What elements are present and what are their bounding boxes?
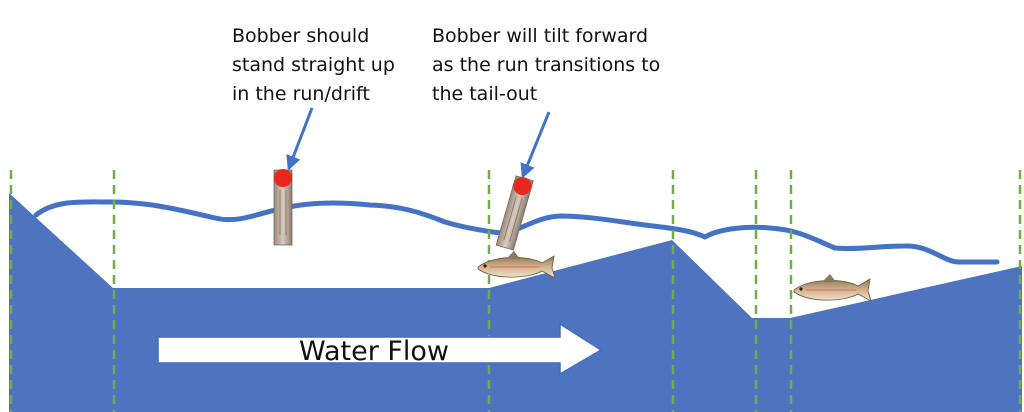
callout-line: as the run transitions to [432,54,661,76]
bobber-icon [273,169,293,246]
water-surface-line [33,199,1000,265]
bobber-icon [495,175,534,251]
callout-line: Bobber should [232,25,370,47]
callout-line: stand straight up [232,54,395,76]
callout-pointer-arrow [286,107,314,171]
callout-line: in the run/drift [232,83,370,105]
trout-icon [477,251,556,279]
water-flow-arrow: Water Flow [157,322,603,376]
callout-upright-bobber: Bobber should stand straight up in the r… [232,22,395,109]
water-flow-label: Water Flow [299,336,449,367]
section-dividers [9,170,1022,412]
callout-line: Bobber will tilt forward [432,25,649,47]
callout-tilted-bobber: Bobber will tilt forward as the run tran… [432,22,660,109]
callout-pointer-arrow [520,111,551,179]
trout-icon [793,274,872,302]
callout-line: the tail-out [432,83,538,105]
